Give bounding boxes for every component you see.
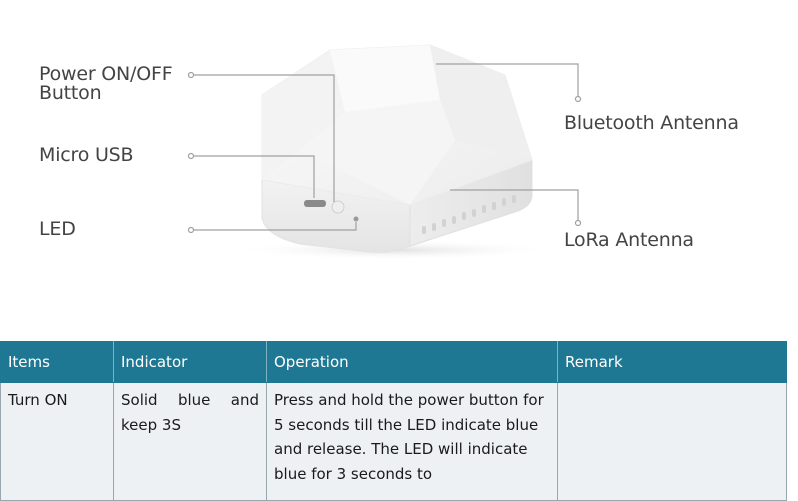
device-illustration bbox=[187, 44, 582, 260]
table-row: Turn ON Solid blue and keep 3S Press and… bbox=[0, 382, 787, 501]
device-facet-front bbox=[300, 100, 455, 205]
callout-lora-antenna: LoRa Antenna bbox=[564, 229, 694, 251]
header-remark: Remark bbox=[557, 341, 787, 383]
callout-lines bbox=[187, 63, 582, 234]
power-button-shape bbox=[331, 200, 345, 214]
device-facet-center bbox=[330, 45, 440, 112]
cell-operation: Press and hold the power button for 5 se… bbox=[266, 382, 558, 501]
table-header-row: Items Indicator Operation Remark bbox=[0, 341, 787, 383]
led-shape bbox=[353, 216, 359, 222]
header-indicator: Indicator bbox=[113, 341, 267, 383]
device-base-right bbox=[409, 159, 533, 247]
cell-remark bbox=[557, 382, 787, 501]
cell-items: Turn ON bbox=[0, 382, 114, 501]
device-facet-left bbox=[262, 50, 345, 180]
callout-bluetooth-antenna: Bluetooth Antenna bbox=[564, 112, 739, 134]
device-figure: Power ON/OFF Button Micro USB LED Blueto… bbox=[39, 44, 739, 260]
indicator-table: Items Indicator Operation Remark Turn ON… bbox=[0, 341, 787, 501]
device-facet-right bbox=[430, 45, 532, 160]
callout-power-button: Power ON/OFF Button bbox=[39, 63, 173, 104]
callout-micro-usb: Micro USB bbox=[39, 144, 134, 166]
header-operation: Operation bbox=[266, 341, 558, 383]
micro-usb-port bbox=[304, 200, 326, 207]
vent-slots bbox=[422, 195, 516, 234]
header-items: Items bbox=[0, 341, 114, 383]
callout-led: LED bbox=[39, 218, 76, 240]
cell-indicator: Solid blue and keep 3S bbox=[113, 382, 267, 501]
